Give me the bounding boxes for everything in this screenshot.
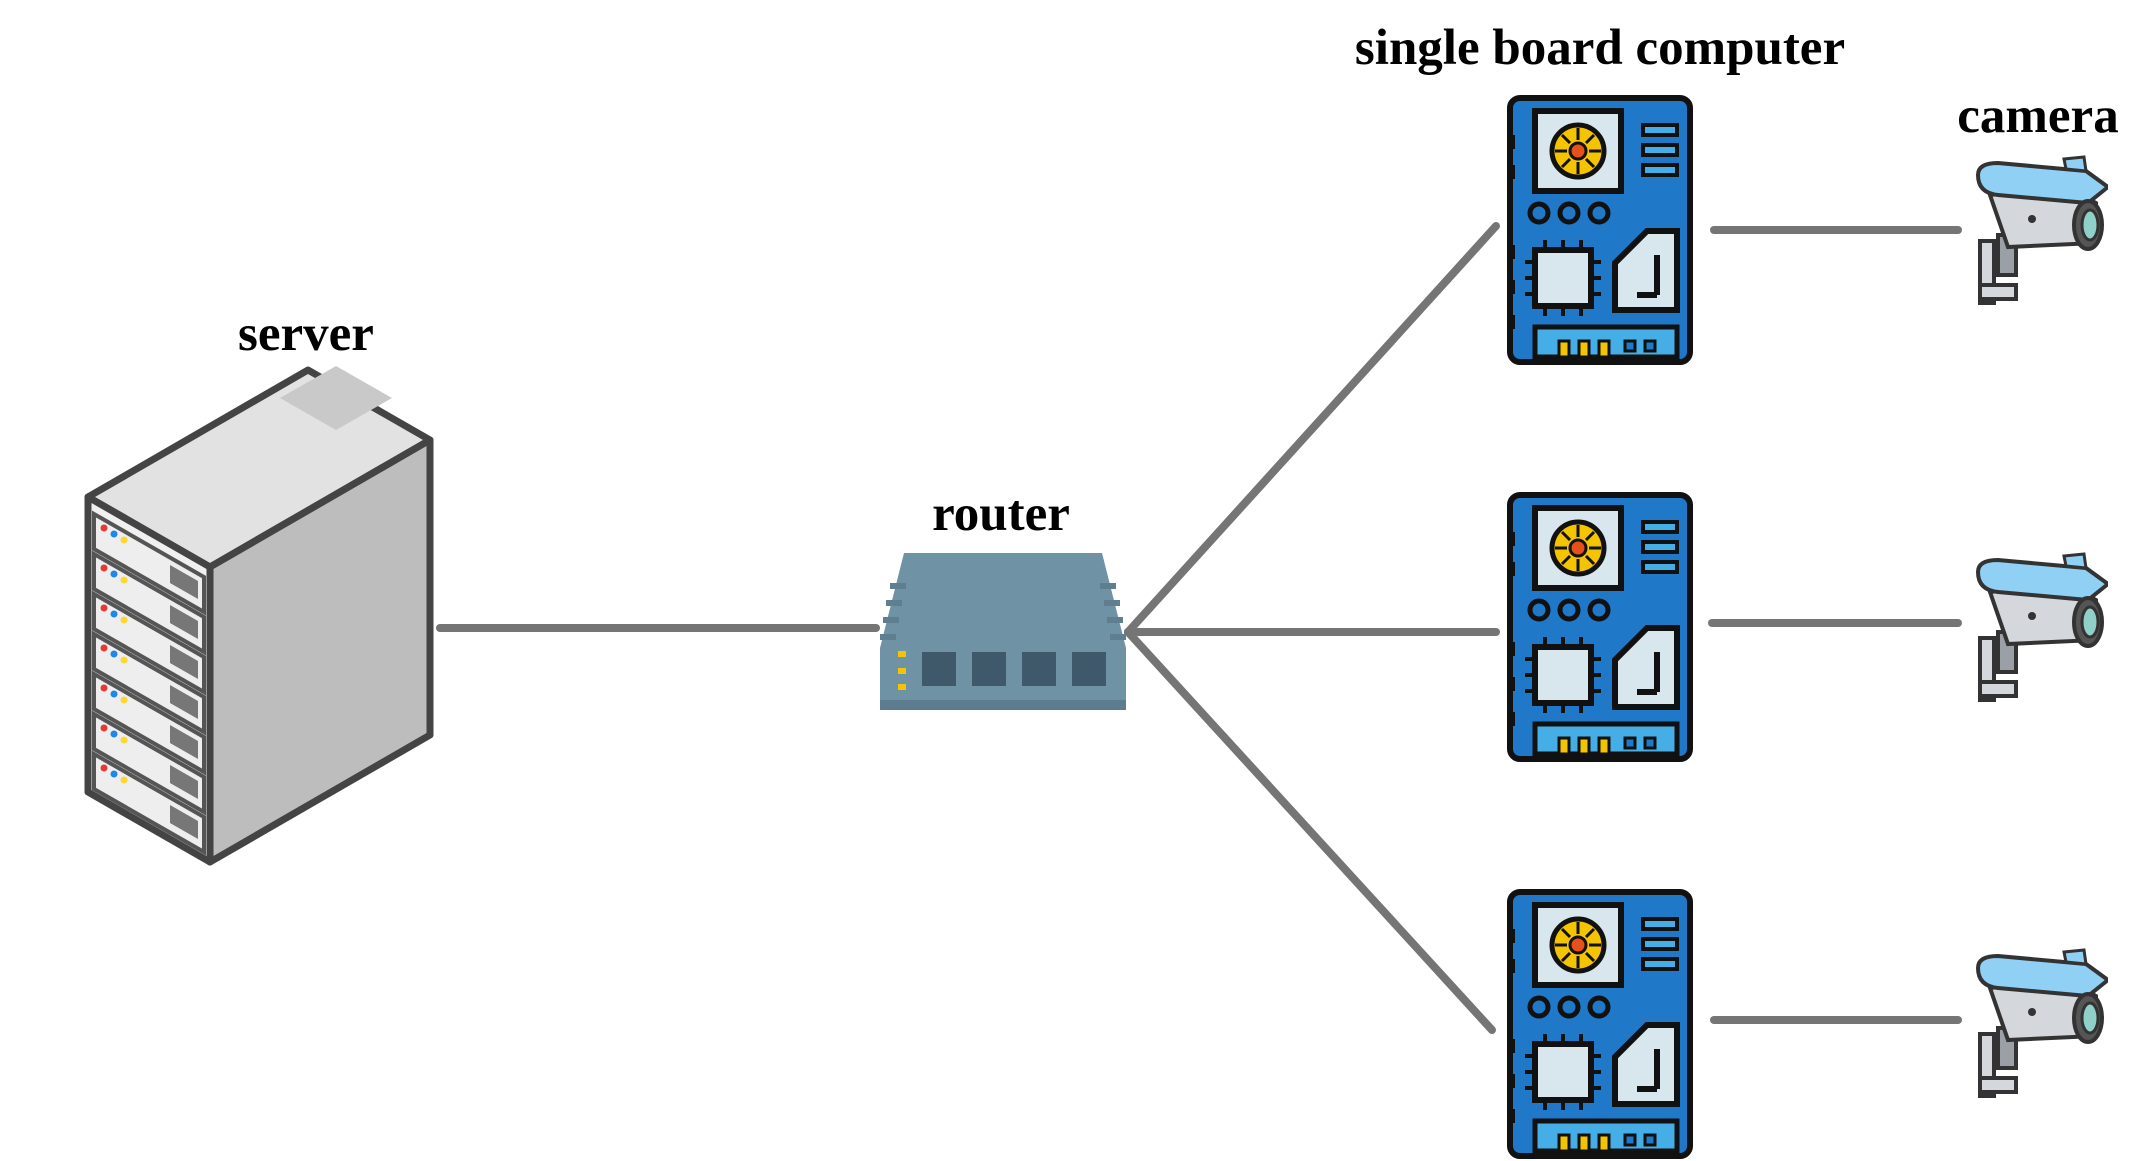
security-camera-icon [1976,155,2108,305]
circuit-board-icon [1505,98,1690,362]
circuit-board-icon [1505,892,1690,1156]
circuit-board-icon [1505,495,1690,759]
router-label: router [932,486,1070,542]
link-router-sbc-1 [1124,222,1500,636]
server-label: server [238,306,374,362]
network-router-icon [880,553,1126,710]
connections [436,222,1962,1034]
security-camera-icon [1976,948,2108,1098]
camera-label: camera [1957,88,2118,144]
sbc-label: single board computer [1355,20,1845,76]
server-rack-icon [84,366,434,866]
link-router-sbc-3 [1124,628,1496,1034]
security-camera-icon [1976,552,2108,702]
